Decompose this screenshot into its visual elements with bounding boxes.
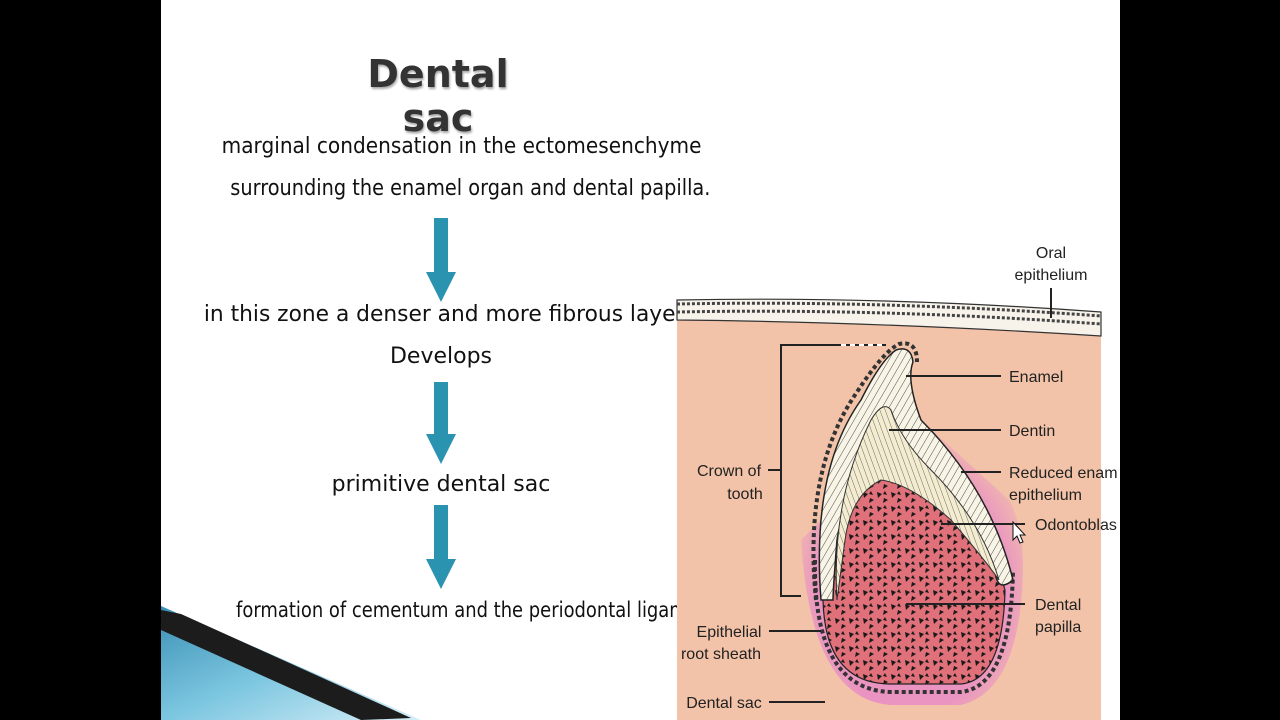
label-reduced-enamel-1: Reduced enam <box>1009 465 1118 482</box>
down-arrow-icon <box>426 382 456 464</box>
root-sheath <box>812 559 1015 694</box>
label-dental-sac: Dental sac <box>686 695 762 712</box>
label-odontoblast: Odontoblas <box>1035 517 1117 534</box>
slide-title: Dental sac <box>367 52 509 140</box>
text-step-2-line-2: Develops <box>389 344 493 369</box>
label-papilla-2: papilla <box>1035 619 1081 636</box>
text-line-1: marginal condensation in the ectomesench… <box>221 134 702 159</box>
tooth-diagram: Oral epithelium Enamel Dentin Reduced en… <box>676 245 1118 720</box>
label-reduced-enamel-2: epithelium <box>1009 487 1082 504</box>
oral-epithelium-band <box>676 298 1102 337</box>
label-oral-2: epithelium <box>1015 267 1088 284</box>
slide: Dental sac marginal condensation in the … <box>161 0 1120 720</box>
label-enamel: Enamel <box>1009 369 1063 386</box>
down-arrow-icon <box>426 218 456 302</box>
decorative-wedge <box>161 606 421 720</box>
down-arrow-icon <box>426 505 456 589</box>
mouse-cursor-icon <box>1012 520 1027 544</box>
text-line-2: surrounding the enamel organ and dental … <box>230 176 711 201</box>
label-root-sheath-1: Epithelial <box>697 624 762 641</box>
label-papilla-1: Dental <box>1035 597 1081 614</box>
text-step-2-line-1: in this zone a denser and more fibrous l… <box>203 302 685 327</box>
label-crown-1: Crown of <box>697 463 762 480</box>
label-oral-1: Oral <box>1036 245 1066 262</box>
dentin-layer <box>835 406 1000 601</box>
label-crown-2: tooth <box>727 486 763 503</box>
text-step-3: primitive dental sac <box>331 472 551 497</box>
label-dentin: Dentin <box>1009 423 1055 440</box>
text-step-4: formation of cementum and the periodonta… <box>236 598 717 622</box>
label-root-sheath-2: root sheath <box>681 646 761 663</box>
reduced-enamel-epithelium <box>811 341 919 601</box>
